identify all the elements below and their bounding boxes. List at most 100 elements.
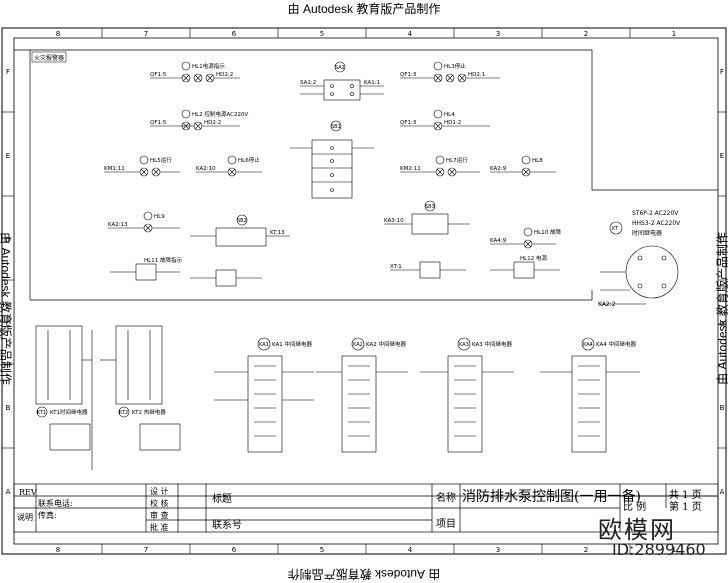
wire-label-w11: KM2:11	[400, 166, 421, 172]
wire-label-w9: KM1:11	[104, 166, 125, 172]
wire-label-w6: HD2:1	[468, 72, 485, 78]
relay-title-kt2: KT2 热继电器	[132, 408, 166, 416]
grid-top-8: 8	[56, 30, 60, 38]
grid-bottom-8: 8	[56, 546, 60, 554]
top-grid-ticks	[102, 28, 630, 38]
wire-label-w1: QF1:5	[150, 72, 167, 78]
relay-label-ka1: KA1	[259, 342, 269, 348]
tb-drawing-name: 消防排水泵控制图(一用一备)	[462, 486, 641, 506]
tb-drawing-title-label: 标题	[212, 490, 232, 505]
lamp-label-hl5: HL5运行	[150, 156, 172, 164]
grid-top-3: 3	[496, 30, 500, 38]
wire-label-w14: KA3:10	[384, 218, 404, 224]
switch-label-sb2: SB2	[237, 218, 247, 224]
grid-left-C: C	[6, 320, 11, 328]
lamp-label-hl8: HL8	[532, 158, 543, 164]
switch-label-sa1: SA1	[335, 65, 345, 71]
lamp-label-hl6: HL6停止	[238, 156, 260, 164]
tb-fax: 传真:	[38, 510, 57, 521]
wire-label-w13: KA2:13	[108, 222, 128, 228]
tb-project-label: 项目	[436, 515, 456, 530]
relay-label-ka2: KA2	[353, 342, 363, 348]
lamp-label-hl4: HL4	[444, 112, 455, 118]
wire-label-w15: KT:13	[270, 230, 285, 236]
outer-frame	[2, 28, 726, 554]
wire-label-w16: SA1:2	[300, 80, 316, 86]
grid-bottom-2: 2	[584, 546, 588, 554]
inner-frame	[14, 38, 718, 544]
grid-top-5: 5	[320, 30, 324, 38]
grid-top-2: 2	[584, 30, 588, 38]
grid-bottom-6: 6	[232, 546, 237, 554]
grid-right-B: B	[720, 404, 725, 412]
grid-bottom-4: 4	[408, 546, 413, 554]
tb-contact-no-label: 联系号	[212, 516, 242, 531]
watermark-id: ID:2899460	[612, 540, 706, 559]
grid-right-A: A	[720, 488, 725, 496]
relay-title-kt1: KT1时间继电器	[50, 408, 88, 416]
relay-block-ka1	[36, 326, 92, 470]
wire-label-w3: QF1:5	[150, 120, 167, 126]
grid-right-D: D	[719, 236, 724, 244]
grid-left-E: E	[6, 152, 10, 160]
relay-title-ka3: KA3 中间继电器	[472, 340, 513, 348]
lamp-label-hl9: HL9	[154, 214, 165, 220]
switch-label-sb1: SB1	[331, 124, 341, 130]
lamp-label-hl1: HL1电源指示	[192, 62, 225, 70]
grid-right-E: E	[720, 152, 724, 160]
relay-note-line3: 时间继电器	[632, 229, 662, 237]
tb-contact-phone: 联系电话:	[38, 498, 73, 509]
lamp-label-hl7: HL7运行	[446, 156, 468, 164]
relay-title-ka2: KA2 中间继电器	[366, 340, 407, 348]
switch-block-sb1	[290, 121, 374, 198]
grid-bottom-7: 7	[144, 546, 148, 554]
relay-note-line2: HHS3-2 AC220V	[632, 220, 681, 227]
relay-label-ka4: KA4	[583, 342, 593, 348]
lamp-label-hl3: HL3停止	[444, 62, 466, 70]
relay-title-ka1: KA1 中间继电器	[272, 340, 313, 348]
lamp-row-low-left	[108, 212, 290, 246]
grid-top-4: 4	[408, 30, 413, 38]
grid-right-C: C	[720, 320, 725, 328]
lamp-label-hl11: HL11 故障指示	[144, 256, 182, 264]
relay-column-ka2	[316, 338, 408, 452]
tb-note: 说明	[17, 512, 33, 523]
relay-label-kt1: KT1	[37, 410, 46, 416]
grid-left-A: A	[6, 488, 11, 496]
grid-top-7: 7	[144, 30, 148, 38]
wire-label-w10: KA2:10	[196, 166, 216, 172]
grid-left-B: B	[6, 404, 11, 412]
grid-bottom-5: 5	[320, 546, 324, 554]
switch-label-sb3: SB3	[425, 204, 435, 210]
relay-column-ka3	[420, 338, 514, 452]
upper-section-bottom	[30, 290, 592, 300]
wire-label-w2: HD2:2	[216, 72, 233, 78]
bottom-grid-ticks	[102, 544, 630, 554]
grid-bottom-3: 3	[496, 546, 500, 554]
tb-review: 审 查	[150, 510, 169, 521]
tb-check: 校 核	[150, 498, 169, 509]
side-grid-ticks	[2, 112, 726, 448]
tb-design: 设 计	[150, 486, 169, 497]
wire-label-w19: KA4:9	[490, 238, 507, 244]
section-label: 火灾报警器	[34, 54, 64, 62]
relay-column-ka1	[214, 338, 314, 452]
wire-label-w5: QF1:3	[400, 72, 417, 78]
lamp-row-bottom	[110, 262, 560, 286]
grid-right-F: F	[720, 68, 724, 76]
tb-name-label: 名称	[436, 489, 456, 504]
grid-left-D: D	[5, 236, 10, 244]
wire-label-w4: HD2:2	[204, 120, 221, 126]
relay-title-ka4: KA4 中间继电器	[596, 340, 637, 348]
wire-label-w7: QF1:3	[400, 120, 417, 126]
wire-label-w17: KA1:1	[364, 80, 380, 86]
grid-left-F: F	[6, 68, 10, 76]
tb-approve: 批 准	[150, 522, 169, 533]
lamp-row-low-right	[384, 201, 556, 248]
relay-note-line1: ST6P-2 AC220V	[632, 210, 679, 217]
lamp-label-hl12: HL12 电源	[520, 254, 547, 262]
relay-block-ka2	[100, 326, 180, 450]
grid-top-6: 6	[232, 30, 237, 38]
wire-label-w8: HD1:2	[444, 120, 461, 126]
relay-label-ka3: KA3	[459, 342, 469, 348]
